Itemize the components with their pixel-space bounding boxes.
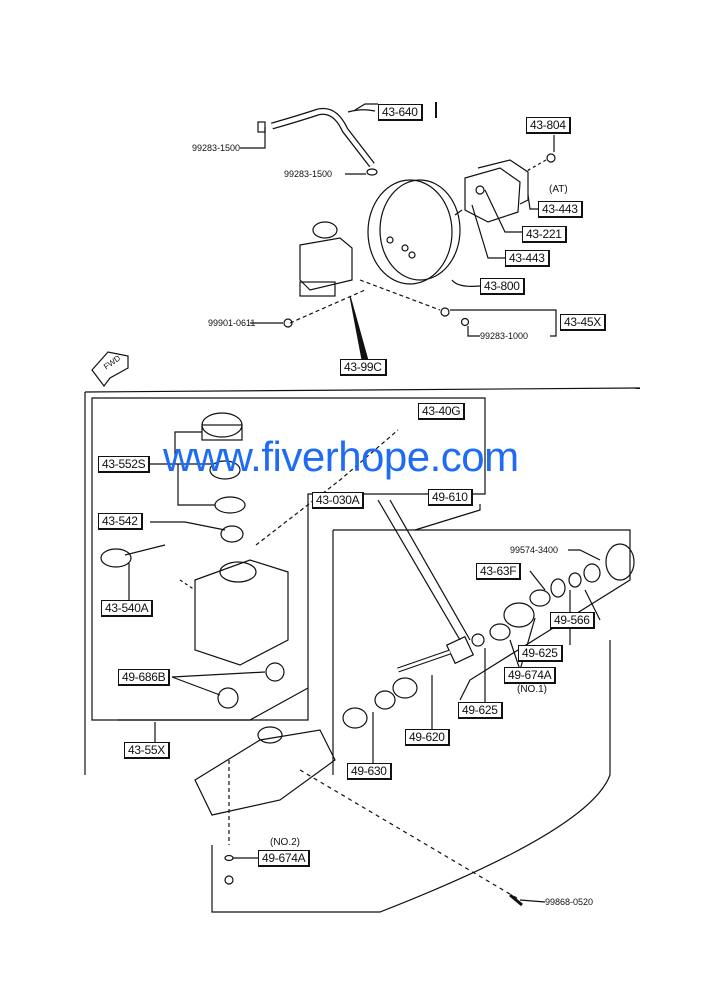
part-99574-3400[interactable]: 99574-3400 (510, 545, 559, 555)
part-43-443-b[interactable]: 43-443 (505, 250, 550, 267)
part-49-610[interactable]: 49-610 (428, 489, 473, 506)
clamp-icon (257, 121, 266, 133)
nut-icon (283, 318, 293, 328)
part-49-686b[interactable]: 49-686B (118, 669, 171, 686)
part-43-552s[interactable]: 43-552S (98, 456, 151, 473)
spring-icon (342, 707, 368, 729)
part-49-625-b[interactable]: 49-625 (458, 702, 503, 719)
fwd-arrow-icon (91, 351, 129, 387)
no1-note: (NO.1) (517, 684, 547, 695)
part-43-63f[interactable]: 43-63F (476, 563, 522, 580)
part-43-221[interactable]: 43-221 (522, 226, 567, 243)
part-49-620[interactable]: 49-620 (405, 729, 450, 746)
watermark: www.fiverhope.com (163, 433, 519, 480)
part-99283-1500-b[interactable]: 99283-1500 (284, 169, 333, 179)
part-49-566[interactable]: 49-566 (550, 612, 595, 629)
part-43-540a[interactable]: 43-540A (101, 600, 154, 617)
part-43-800[interactable]: 43-800 (480, 278, 525, 295)
reservoir-tank-icon (194, 559, 289, 666)
part-49-625-a[interactable]: 49-625 (518, 645, 563, 662)
part-49-674a-no2[interactable]: 49-674A (258, 850, 311, 867)
part-49-630[interactable]: 49-630 (347, 763, 392, 780)
master-cylinder-icon (299, 237, 353, 291)
part-43-542[interactable]: 43-542 (98, 513, 143, 530)
part-99868-0520[interactable]: 99868-0520 (545, 897, 594, 907)
grommet-icon (217, 687, 239, 709)
bracket-icon (464, 167, 521, 223)
part-43-55x[interactable]: 43-55X (124, 742, 170, 759)
bolt-icon (440, 307, 450, 317)
clamp-icon (366, 168, 378, 176)
part-43-45x[interactable]: 43-45X (560, 314, 606, 331)
part-99283-1000[interactable]: 99283-1000 (480, 331, 529, 341)
part-43-804[interactable]: 43-804 (526, 117, 571, 134)
part-43-99c[interactable]: 43-99C (340, 359, 387, 376)
at-note: (AT) (549, 184, 568, 195)
part-99283-1500-a[interactable]: 99283-1500 (192, 143, 241, 153)
part-99901-0611[interactable]: 99901-0611 (208, 318, 256, 328)
no2-note: (NO.2) (270, 837, 300, 848)
part-49-674a-no1[interactable]: 49-674A (504, 667, 557, 684)
clip-icon (100, 548, 132, 568)
part-43-030a[interactable]: 43-030A (312, 492, 365, 509)
part-43-640[interactable]: 43-640 (378, 104, 423, 121)
nut-icon (546, 153, 556, 163)
booster-icon (367, 179, 453, 285)
nut-icon (460, 317, 470, 327)
grommet-icon (265, 662, 285, 682)
part-43-40g[interactable]: 43-40G (418, 403, 466, 420)
part-43-443-a[interactable]: 43-443 (538, 201, 583, 218)
